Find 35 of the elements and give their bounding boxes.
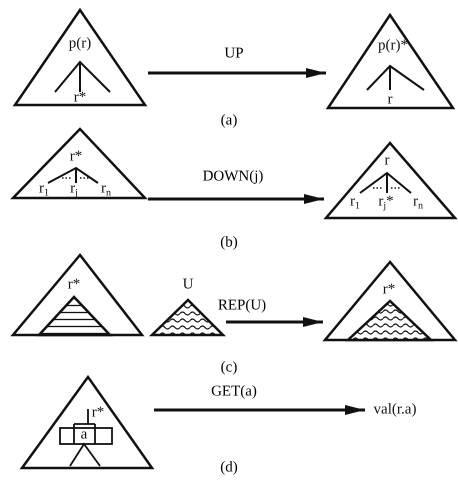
edge-label: REP(U) <box>218 298 266 314</box>
node-label: r$_{n}$ <box>101 182 111 198</box>
tree-triangle <box>326 12 456 110</box>
edge-label: GET(a) <box>211 384 257 400</box>
panel-caption: (c) <box>220 360 238 376</box>
node-label: a <box>80 428 88 442</box>
node-label: r* <box>70 150 82 164</box>
arrow <box>154 405 365 415</box>
arrow <box>148 68 326 78</box>
node-label: r* <box>382 282 396 298</box>
arrow <box>148 194 324 204</box>
node-label: p(r)* <box>378 38 408 54</box>
node-label: r* <box>68 278 80 292</box>
tree-triangle <box>20 375 154 470</box>
node-label: r$_{1}$ <box>350 194 360 212</box>
edge-label: DOWN(j) <box>202 170 264 184</box>
panel-caption: (d) <box>220 460 238 476</box>
node-label: r* <box>92 406 104 420</box>
node-label: r <box>388 92 392 108</box>
tree-triangle <box>12 8 148 108</box>
node-label: r* <box>74 90 86 106</box>
value-text: val(r.a) <box>374 402 416 418</box>
node-label: r$_{1}$ <box>39 182 49 198</box>
arrow <box>226 317 323 327</box>
node-label: r <box>384 154 390 168</box>
node-label: r$_{n}$ <box>413 194 423 212</box>
node-label: p(r) <box>68 36 92 52</box>
node-label: U <box>182 278 194 292</box>
tree-triangle <box>324 140 458 220</box>
node-label: r$_{j}$* <box>378 194 394 212</box>
panel-caption: (b) <box>220 236 238 250</box>
tree-triangle <box>11 253 145 337</box>
tree-triangle <box>11 126 148 201</box>
panel-caption: (a) <box>220 114 238 128</box>
tree-triangle <box>323 259 457 342</box>
